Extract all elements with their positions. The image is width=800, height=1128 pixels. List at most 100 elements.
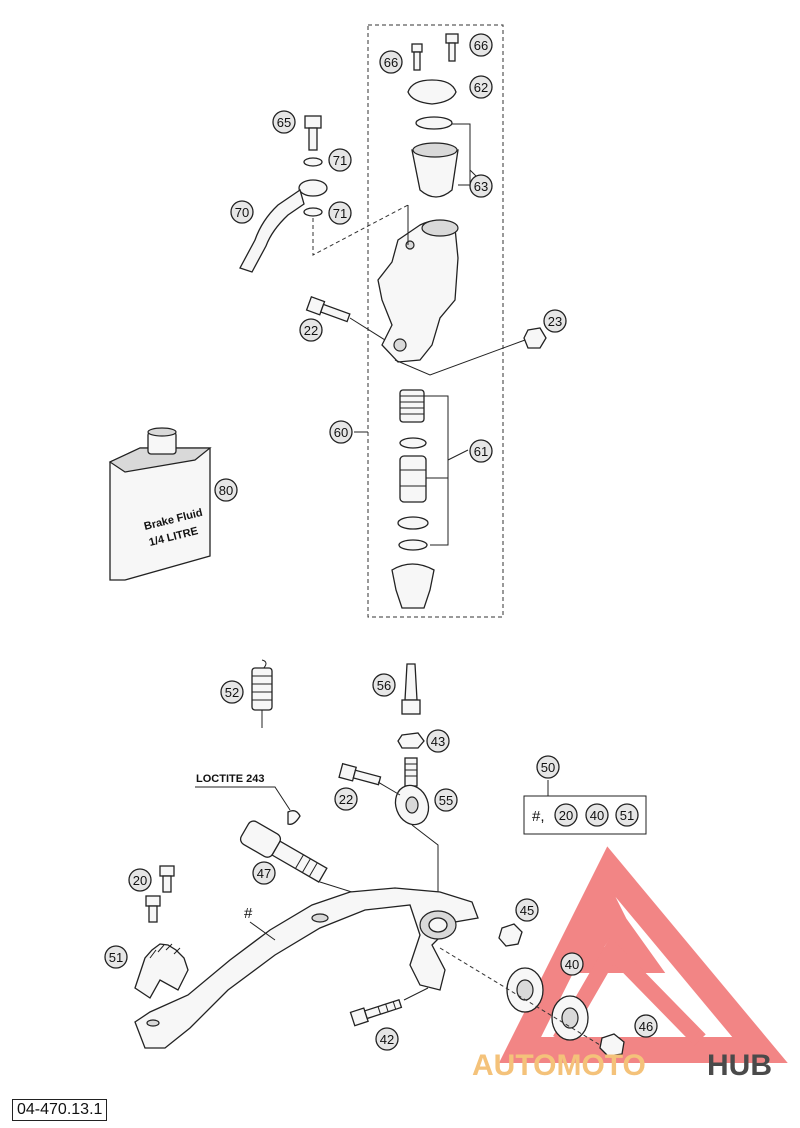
svg-text:20: 20: [559, 808, 573, 823]
pivot-bolt-47: [239, 820, 328, 883]
callout-22-lower: 22: [334, 787, 358, 811]
screw-20-lower: [145, 895, 161, 923]
svg-text:43: 43: [431, 734, 445, 749]
screw-66-left: [411, 43, 423, 71]
pedal-step-51: [134, 943, 189, 999]
callout-55: 55: [434, 788, 458, 812]
svg-text:51: 51: [620, 808, 634, 823]
nut-43: [397, 732, 425, 749]
svg-text:62: 62: [474, 80, 488, 95]
callout-80: 80: [214, 478, 238, 502]
callout-46: 46: [634, 1014, 658, 1038]
brake-hose-70: [239, 188, 305, 273]
bearing-40-inner: [551, 995, 589, 1041]
callout-40: 40: [560, 952, 584, 976]
bearing-40-outer: [506, 967, 544, 1013]
cap-gasket: [415, 116, 453, 130]
nut-45: [498, 923, 523, 947]
callout-71-upper: 71: [328, 148, 352, 172]
svg-text:AUTOMOTO: AUTOMOTO: [472, 1049, 646, 1082]
kit-callout-20: 20: [554, 803, 578, 827]
svg-text:40: 40: [565, 957, 579, 972]
callout-50: 50: [536, 755, 560, 779]
screw-66-right: [445, 33, 459, 62]
screw-20-upper: [159, 865, 175, 893]
dust-boot: [391, 563, 435, 609]
watermark-text: AUTOMOTO HUB: [472, 1049, 772, 1082]
svg-text:70: 70: [235, 205, 249, 220]
svg-text:66: 66: [474, 38, 488, 53]
banjo-fitting: [298, 179, 328, 197]
svg-text:45: 45: [520, 903, 534, 918]
callout-22-upper: 22: [299, 318, 323, 342]
master-cylinder-group-box: [367, 24, 504, 618]
svg-text:56: 56: [377, 678, 391, 693]
svg-text:66: 66: [384, 55, 398, 70]
loctite-clip: [287, 810, 301, 825]
brake-fluid-bottle-80: Brake Fluid 1/4 LITRE: [108, 427, 212, 581]
callout-62: 62: [469, 75, 493, 99]
svg-text:20: 20: [133, 873, 147, 888]
svg-text:71: 71: [333, 153, 347, 168]
piston: [399, 455, 427, 503]
svg-text:46: 46: [639, 1019, 653, 1034]
bolt-42: [349, 998, 403, 1027]
piston-washer: [397, 516, 429, 530]
kit-callout-40: 40: [585, 803, 609, 827]
callout-65: 65: [272, 110, 296, 134]
svg-text:65: 65: [277, 115, 291, 130]
pedal-hash-label: #: [244, 905, 253, 922]
svg-text:60: 60: [334, 425, 348, 440]
callout-71-lower: 71: [328, 201, 352, 225]
circlip: [398, 539, 428, 551]
svg-text:55: 55: [439, 793, 453, 808]
svg-text:51: 51: [109, 950, 123, 965]
callout-60: 60: [329, 420, 353, 444]
seal-ring-71-lower: [303, 207, 323, 217]
reservoir-cap-62: [407, 79, 457, 105]
clevis-eye-55: [394, 757, 430, 826]
svg-text:22: 22: [304, 323, 318, 338]
svg-text:42: 42: [380, 1032, 394, 1047]
callout-51: 51: [104, 945, 128, 969]
kit-callout-51: 51: [615, 803, 639, 827]
callout-56: 56: [372, 673, 396, 697]
reservoir-63: [411, 149, 459, 198]
document-id: 04-470.13.1: [12, 1099, 108, 1121]
svg-text:80: 80: [219, 483, 233, 498]
svg-text:40: 40: [590, 808, 604, 823]
callout-63: 63: [469, 174, 493, 198]
svg-text:52: 52: [225, 685, 239, 700]
callout-45: 45: [515, 898, 539, 922]
svg-text:61: 61: [474, 444, 488, 459]
seal-ring-71-upper: [303, 157, 323, 167]
return-spring-52: [251, 659, 273, 728]
callout-61: 61: [469, 439, 493, 463]
callout-66-left: 66: [379, 50, 403, 74]
callout-23: 23: [543, 309, 567, 333]
nut-46: [599, 1033, 625, 1057]
callout-42: 42: [375, 1027, 399, 1051]
banjo-bolt-65: [304, 115, 322, 151]
brake-pedal: [134, 887, 479, 1049]
svg-text:71: 71: [333, 206, 347, 221]
callout-70: 70: [230, 200, 254, 224]
pushrod-pin-56: [401, 663, 421, 715]
svg-text:47: 47: [257, 866, 271, 881]
loctite-label: LOCTITE 243: [196, 773, 264, 785]
bolt-22-lower: [338, 762, 382, 786]
callout-47: 47: [252, 861, 276, 885]
callout-52: 52: [220, 680, 244, 704]
svg-text:HUB: HUB: [707, 1049, 772, 1082]
bolt-22-upper: [305, 296, 351, 323]
svg-text:50: 50: [541, 760, 555, 775]
callout-43: 43: [426, 729, 450, 753]
svg-text:63: 63: [474, 179, 488, 194]
piston-spring: [399, 389, 425, 423]
piston-seal-primary: [399, 437, 427, 449]
master-cylinder-body: [377, 220, 459, 363]
svg-text:22: 22: [339, 792, 353, 807]
nut-23: [523, 327, 547, 349]
callout-20: 20: [128, 868, 152, 892]
